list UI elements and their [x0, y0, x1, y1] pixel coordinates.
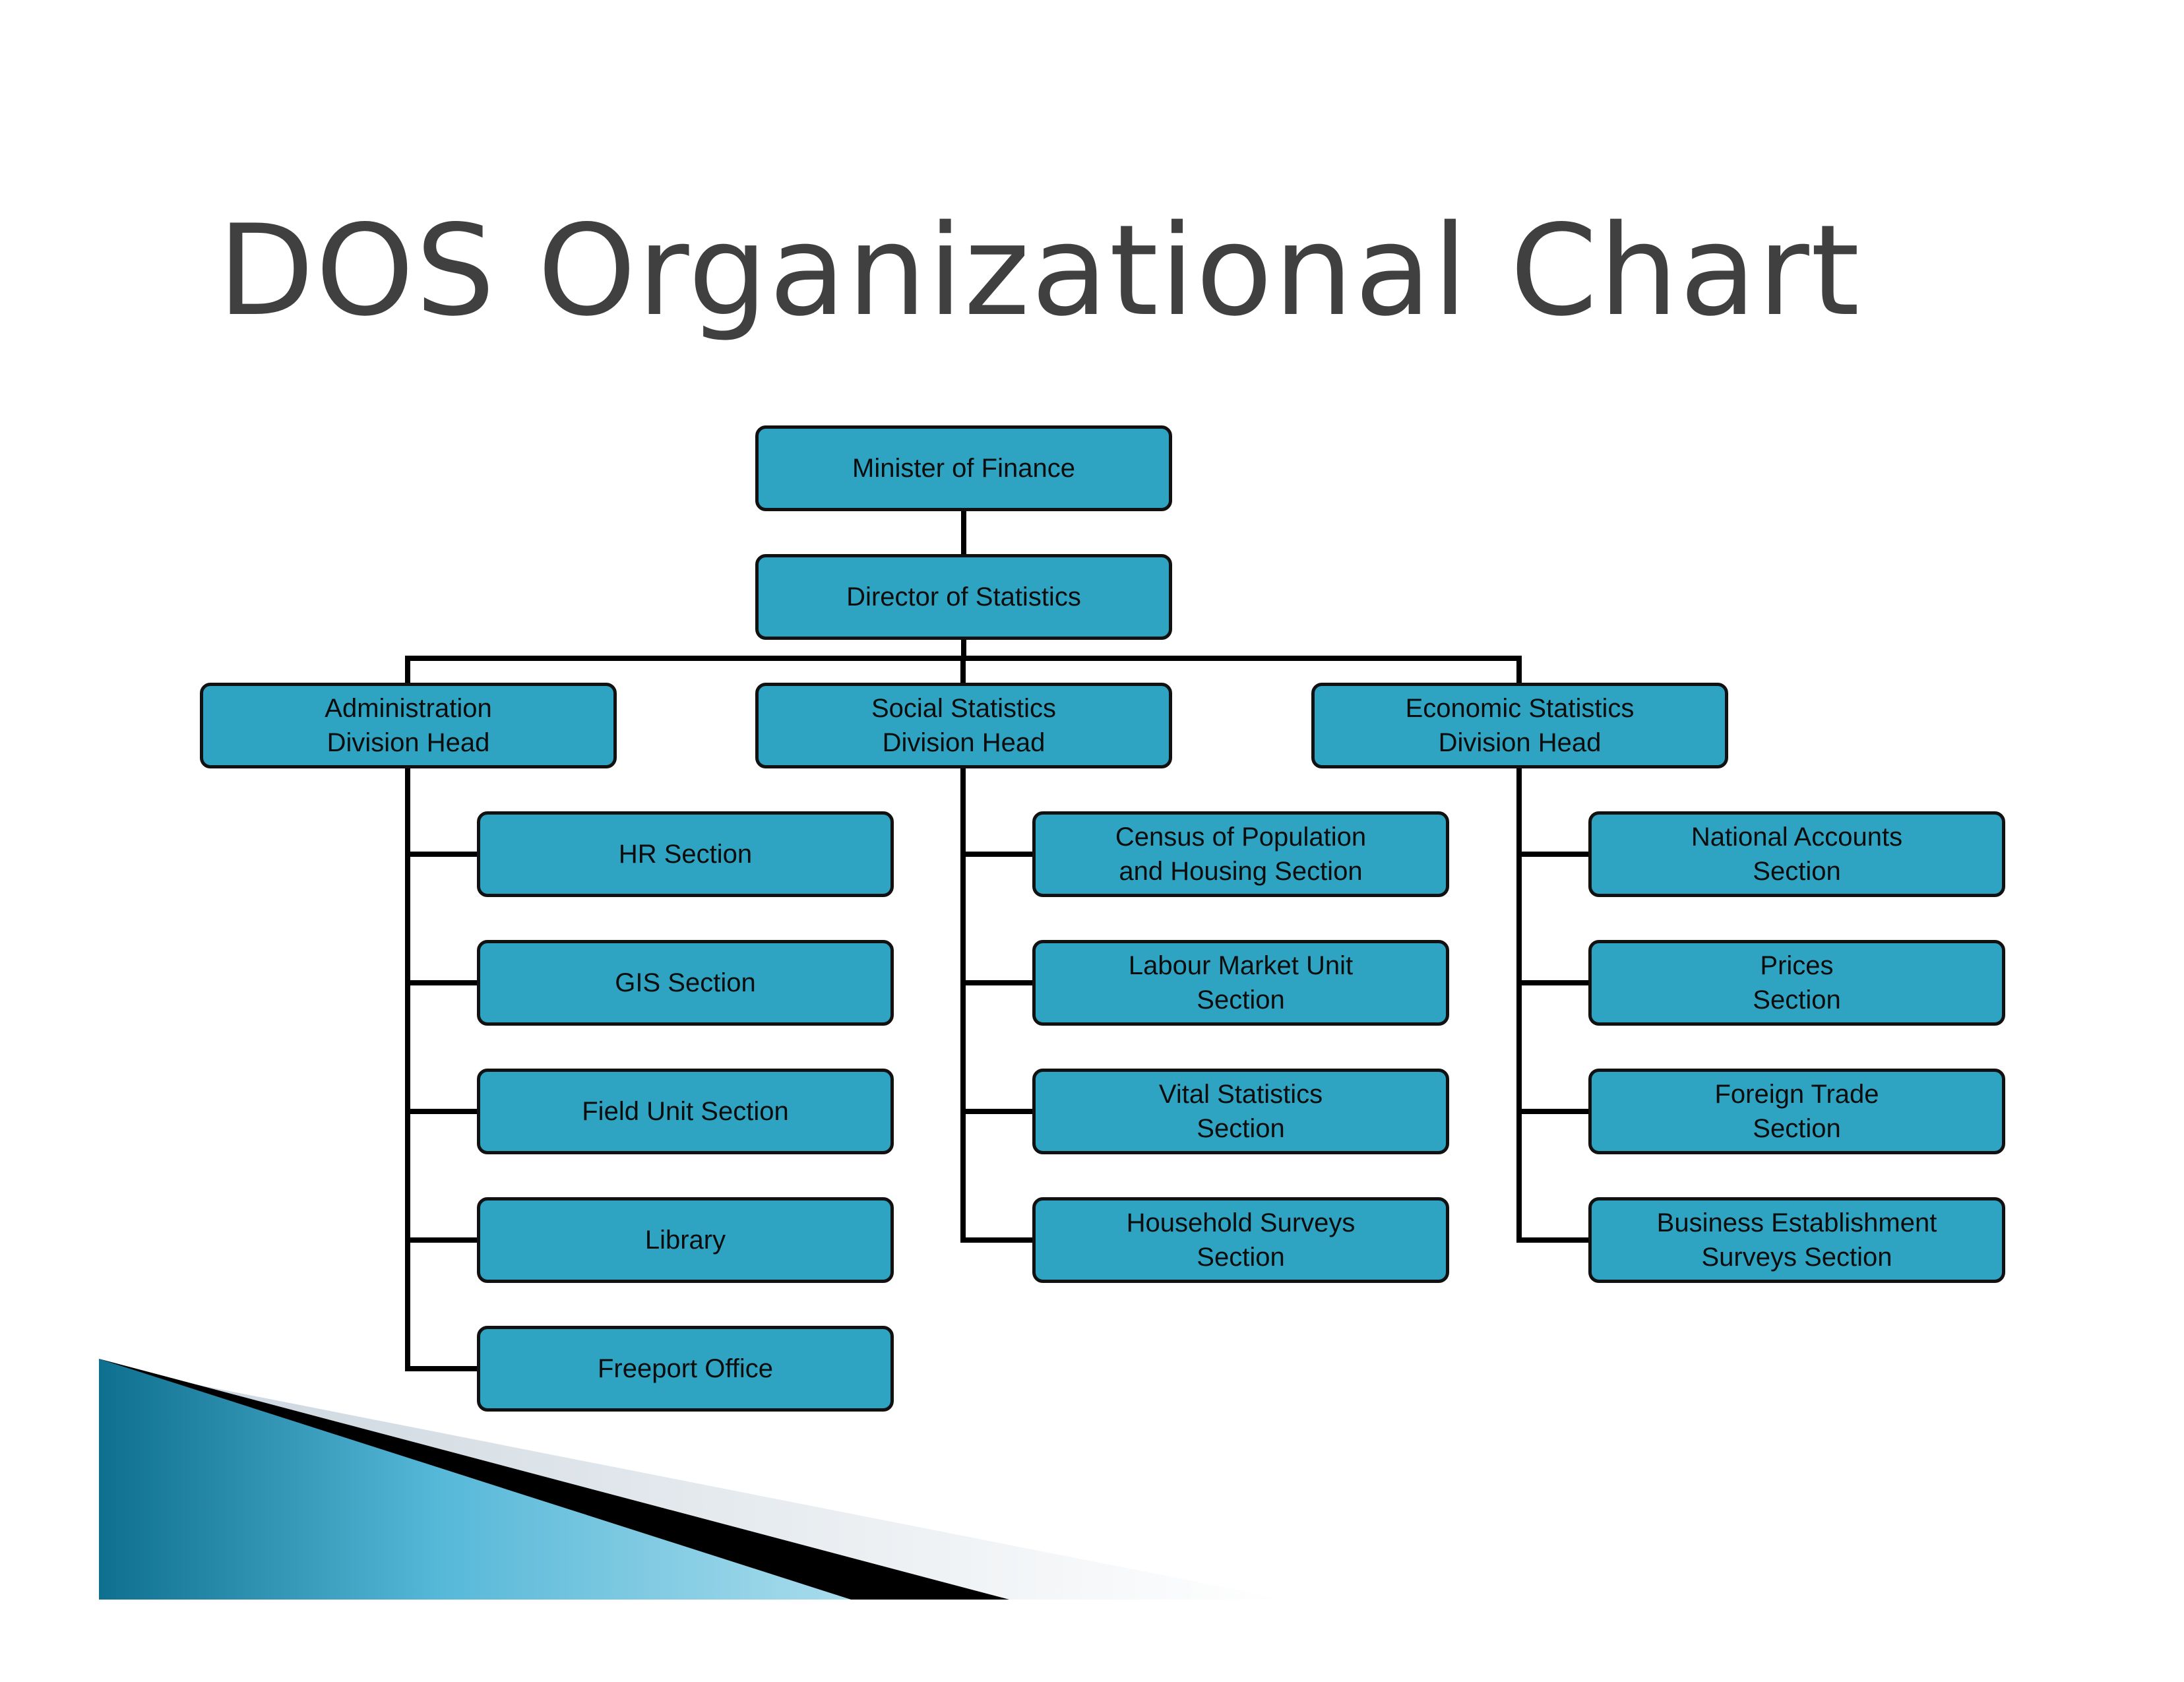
node-section-social-statistics-3: Vital Statistics Section — [1032, 1069, 1449, 1154]
node-section-social-statistics-1: Census of Population and Housing Section — [1032, 811, 1449, 897]
node-section-economic-statistics-3: Foreign Trade Section — [1588, 1069, 2005, 1154]
node-section-administration-5: Freeport Office — [477, 1326, 894, 1412]
node-section-administration-3: Field Unit Section — [477, 1069, 894, 1154]
node-division-head-social-statistics: Social Statistics Division Head — [755, 683, 1172, 768]
node-section-economic-statistics-2: Prices Section — [1588, 940, 2005, 1026]
node-division-head-economic-statistics: Economic Statistics Division Head — [1311, 683, 1728, 768]
node-section-administration-1: HR Section — [477, 811, 894, 897]
node-section-economic-statistics-1: National Accounts Section — [1588, 811, 2005, 897]
node-section-administration-2: GIS Section — [477, 940, 894, 1026]
node-section-social-statistics-2: Labour Market Unit Section — [1032, 940, 1449, 1026]
node-director-of-statistics: Director of Statistics — [755, 554, 1172, 640]
node-section-administration-4: Library — [477, 1197, 894, 1283]
page-title: DOS Organizational Chart — [218, 198, 1861, 344]
node-division-head-administration: Administration Division Head — [200, 683, 617, 768]
node-minister-of-finance: Minister of Finance — [755, 425, 1172, 511]
node-section-economic-statistics-4: Business Establishment Surveys Section — [1588, 1197, 2005, 1283]
node-section-social-statistics-4: Household Surveys Section — [1032, 1197, 1449, 1283]
